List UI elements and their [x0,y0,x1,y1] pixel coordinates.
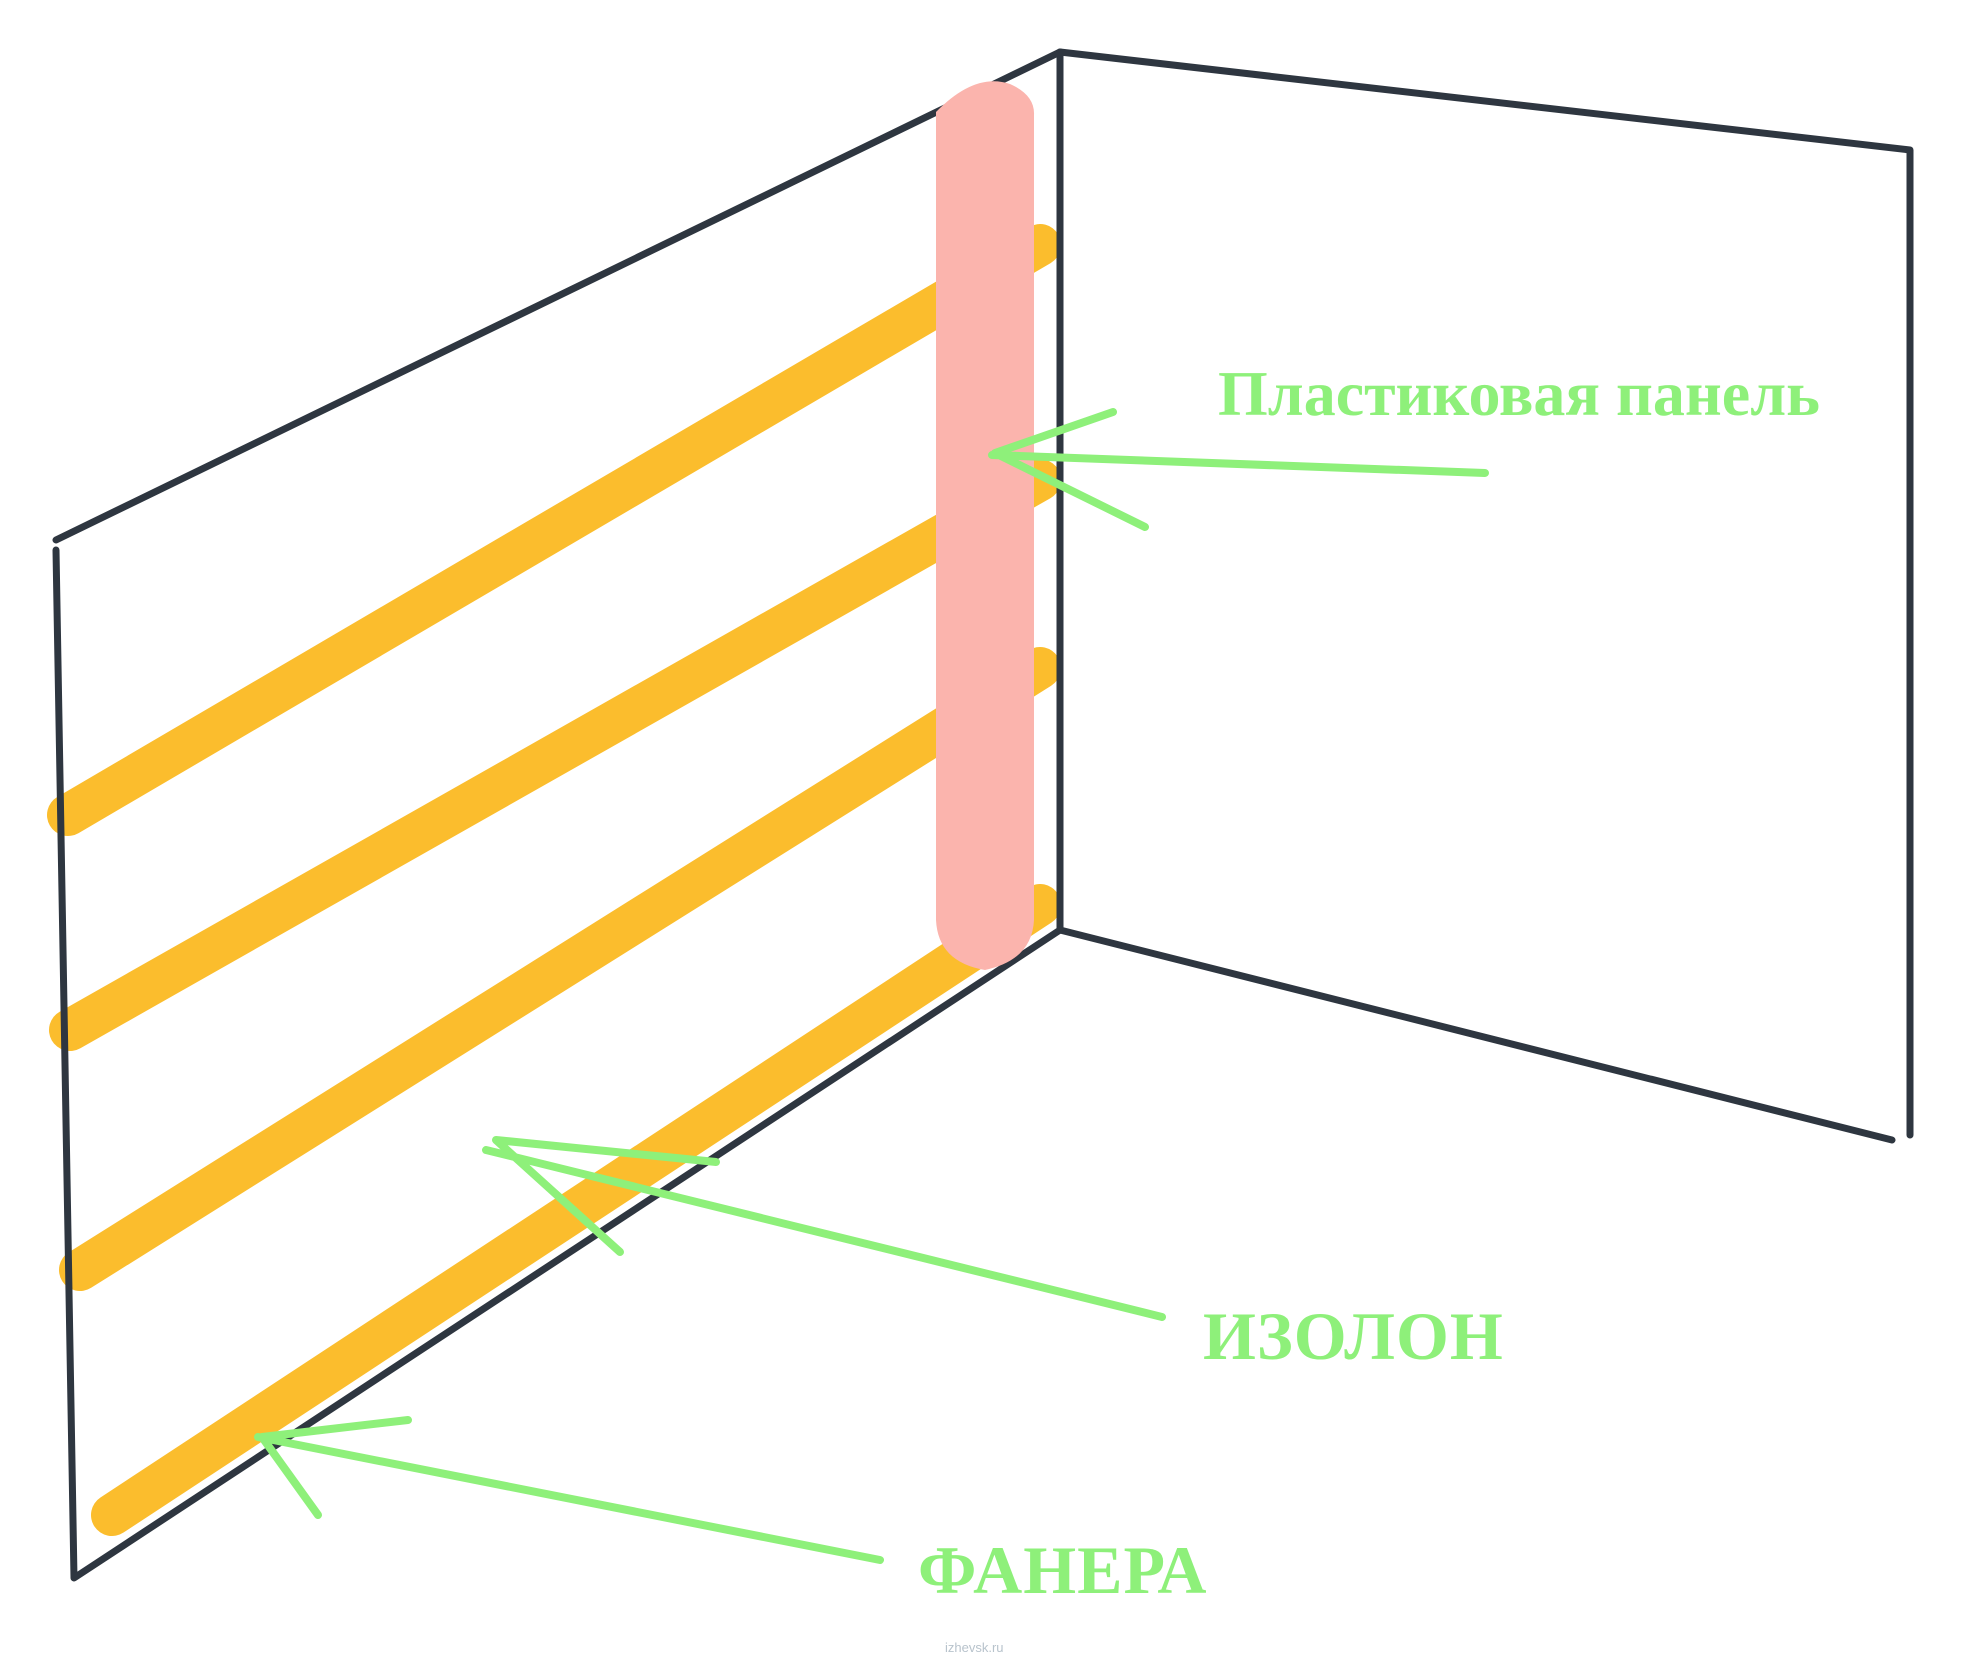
left-wall-outline [52,48,1064,1582]
arrow-izolon [482,1136,1166,1321]
plastic-corner-panel [936,81,1035,970]
plywood-strips [47,224,1061,1536]
plastic-panel-label: Пластиковая панель [1218,358,1820,429]
annotation-arrows [254,408,1489,1564]
room-walls [52,48,1914,1582]
floor-edge-right [1056,926,1896,1144]
arrow-fanera [254,1416,884,1564]
plywood-strip-2 [49,459,1061,1051]
izolon-label: ИЗОЛОН [1203,1298,1504,1374]
right-wall-outline [1056,48,1914,1139]
arrow-panel [988,408,1489,531]
plywood-strip-3 [59,647,1061,1291]
watermark-text: izhevsk.ru [945,1640,1004,1655]
fanera-label: ФАНЕРА [918,1532,1208,1608]
plywood-strip-1 [47,224,1061,836]
